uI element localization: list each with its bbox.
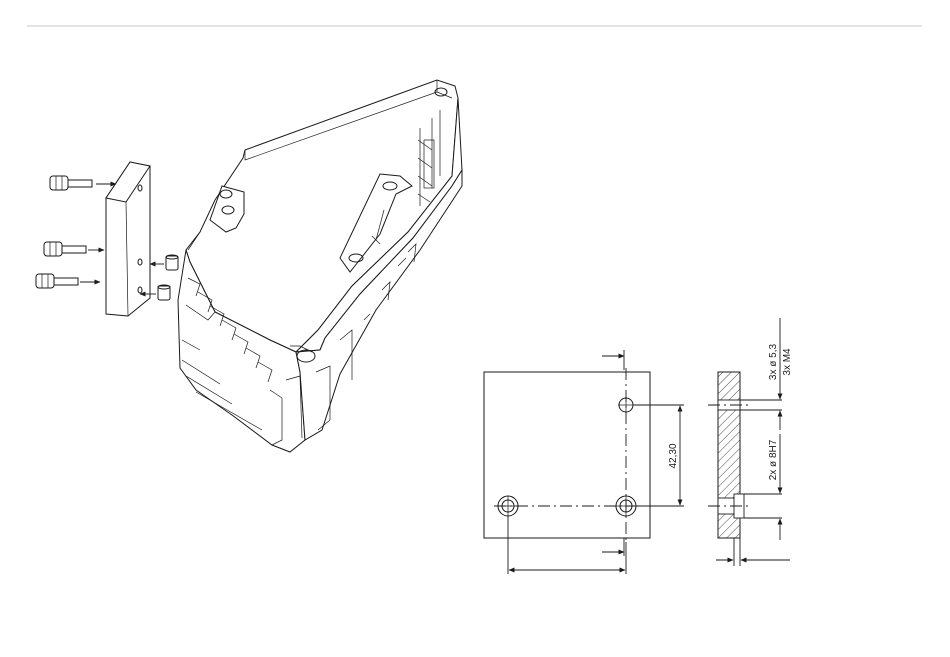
screw-3: [36, 274, 100, 288]
plate-section-view: 3x ø 5,3 3x M4 2x ø 8H7: [708, 318, 793, 566]
thread-label: 3x M4: [782, 348, 793, 376]
hole-lower-right: [616, 496, 636, 516]
plate-outline: [484, 372, 650, 538]
dimension-height-label: 42,30: [668, 443, 679, 468]
dowel-pin-1: [150, 255, 178, 270]
screw-2: [44, 242, 104, 256]
screw-1: [50, 176, 116, 190]
exploded-assembly-view: [36, 80, 462, 452]
plate-front-view: 42,30: [484, 350, 684, 574]
hole-diameter-label: 3x ø 5,3: [768, 344, 779, 381]
hole-lower-left: [498, 496, 518, 516]
pin-hole-label: 2x ø 8H7: [768, 439, 779, 480]
